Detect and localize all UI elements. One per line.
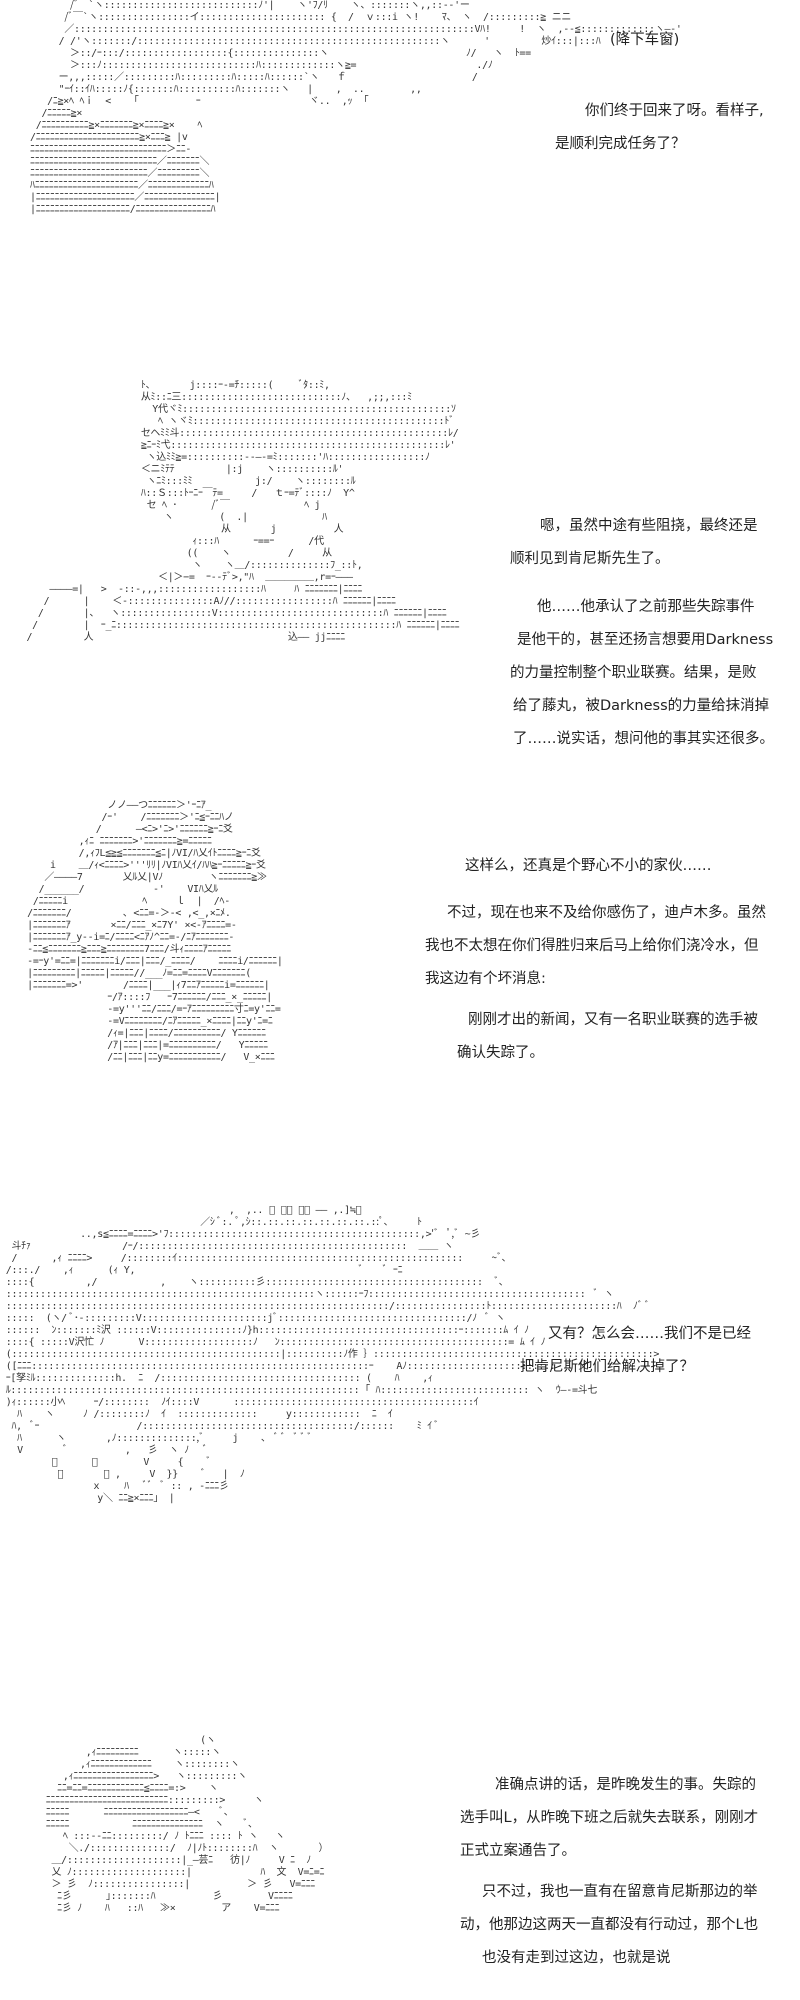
dialog-block-5: 准确点讲的话，是昨晚发生的事。失踪的 选手叫L，从昨晚下班之后就失去联系，刚刚才…	[460, 1769, 758, 1975]
dialog-line: 只不过，我也一直有在留意肯尼斯那边的举	[482, 1884, 758, 1900]
dialog-line: 选手叫L，从昨晚下班之后就失去联系，刚刚才	[460, 1810, 759, 1826]
dialog-line: 把肯尼斯他们给解决掉了？	[520, 1359, 694, 1375]
panel-4: , ,.. ﾞ ﾞ｀ ﾞ､ ―― ,.]≒ー ／ｼ ﾞ:. ﾟ,ｼ::.::.:…	[0, 1205, 800, 1725]
stage-direction: (降下车窗)	[610, 32, 680, 48]
dialog-line: 嗯，虽然中途有些阻挠，最终还是	[540, 518, 758, 534]
dialog-line: 我也不太想在你们得胜归来后马上给你们浇冷水，但	[425, 938, 759, 954]
dialog-block-4: 又有？怎么会……我们不是已经 把肯尼斯他们给解决掉了？	[520, 1318, 751, 1384]
dialog-line: 是他干的，甚至还扬言想要用Darkness	[517, 632, 774, 648]
dialog-line: 这样么，还真是个野心不小的家伙……	[465, 858, 712, 874]
dialog-line: 又有？怎么会……我们不是已经	[548, 1326, 751, 1342]
ascii-art-figure-4: , ,.. ﾞ ﾞ｀ ﾞ､ ―― ,.]≒ー ／ｼ ﾞ:. ﾟ,ｼ::.::.:…	[5, 1205, 660, 1504]
panel-1: /ﾞ￣`ヽ:::::::::::::::::::::::::::ﾉ'| ヽ'ﾌ/…	[0, 0, 800, 370]
ascii-art-figure-5: (ヽ ,ｨﾆﾆﾆﾆﾆﾆﾆﾆﾆ ヽ:::::ヽ ,ｨﾆﾆﾆﾆﾆﾆﾆﾆﾆﾆﾆﾆﾆ ヽ…	[45, 1735, 329, 1914]
dialog-line: 动，他那边这两天一直都没有行动过，那个L也	[460, 1917, 759, 1933]
dialog-line: 不过，现在也来不及给你感伤了，迪卢木多。虽然	[447, 905, 766, 921]
dialog-line: 给了藤丸，被Darkness的力量给抹消掉	[513, 698, 770, 714]
dialog-block-1: 你们终于回来了呀。看样子, 是顺利完成任务了？	[555, 95, 764, 161]
dialog-line: 我这边有个坏消息:	[425, 971, 546, 987]
dialog-line: 他……他承认了之前那些失踪事件	[537, 599, 755, 615]
dialog-line: 了……说实话，想问他的事其实还很多。	[513, 731, 774, 747]
ascii-art-figure-3: ノノ――つﾆﾆﾆﾆﾆﾆ＞'ｰﾆｱ_ /ｰ' /ﾆﾆﾆﾆﾆﾆﾆ＞'ﾆ≦ｰﾆﾆﾊノ …	[27, 800, 283, 1063]
dialog-line: 的力量控制整个职业联赛。结果，是败	[510, 665, 757, 681]
dialog-line: 顺利见到肯尼斯先生了。	[510, 551, 670, 567]
panel-2: ﾄ、 j::::ｰ‐=ﾁ:::::( ﾞﾀ::ﾐ, 从ﾐ::ﾆ三::::::::…	[0, 380, 800, 780]
dialog-line: 确认失踪了。	[457, 1045, 544, 1061]
dialog-line: 正式立案通告了。	[460, 1843, 576, 1859]
panel-5: (ヽ ,ｨﾆﾆﾆﾆﾆﾆﾆﾆﾆ ヽ:::::ヽ ,ｨﾆﾆﾆﾆﾆﾆﾆﾆﾆﾆﾆﾆﾆ ヽ…	[0, 1735, 800, 2000]
dialog-line: 准确点讲的话，是昨晚发生的事。失踪的	[495, 1777, 756, 1793]
dialog-line: 也没有走到过这边，也就是说	[482, 1950, 671, 1966]
ascii-art-figure-2: ﾄ、 j::::ｰ‐=ﾁ:::::( ﾞﾀ::ﾐ, 从ﾐ::ﾆ三::::::::…	[26, 380, 460, 643]
dialog-line: 是顺利完成任务了？	[555, 136, 686, 152]
dialog-line: 你们终于回来了呀。看样子,	[585, 103, 764, 119]
panel-3: ノノ――つﾆﾆﾆﾆﾆﾆ＞'ｰﾆｱ_ /ｰ' /ﾆﾆﾆﾆﾆﾆﾆ＞'ﾆ≦ｰﾆﾆﾊノ …	[0, 800, 800, 1180]
dialog-block-3: 这样么，还真是个野心不小的家伙…… 不过，现在也来不及给你感伤了，迪卢木多。虽然…	[425, 850, 766, 1070]
dialog-block-2: 嗯，虽然中途有些阻挠，最终还是 顺利见到肯尼斯先生了。 他……他承认了之前那些失…	[490, 510, 774, 756]
ascii-art-figure-1: /ﾞ￣`ヽ:::::::::::::::::::::::::::ﾉ'| ヽ'ﾌ/…	[30, 0, 682, 215]
dialog-line: 刚刚才出的新闻，又有一名职业联赛的选手被	[468, 1012, 758, 1028]
